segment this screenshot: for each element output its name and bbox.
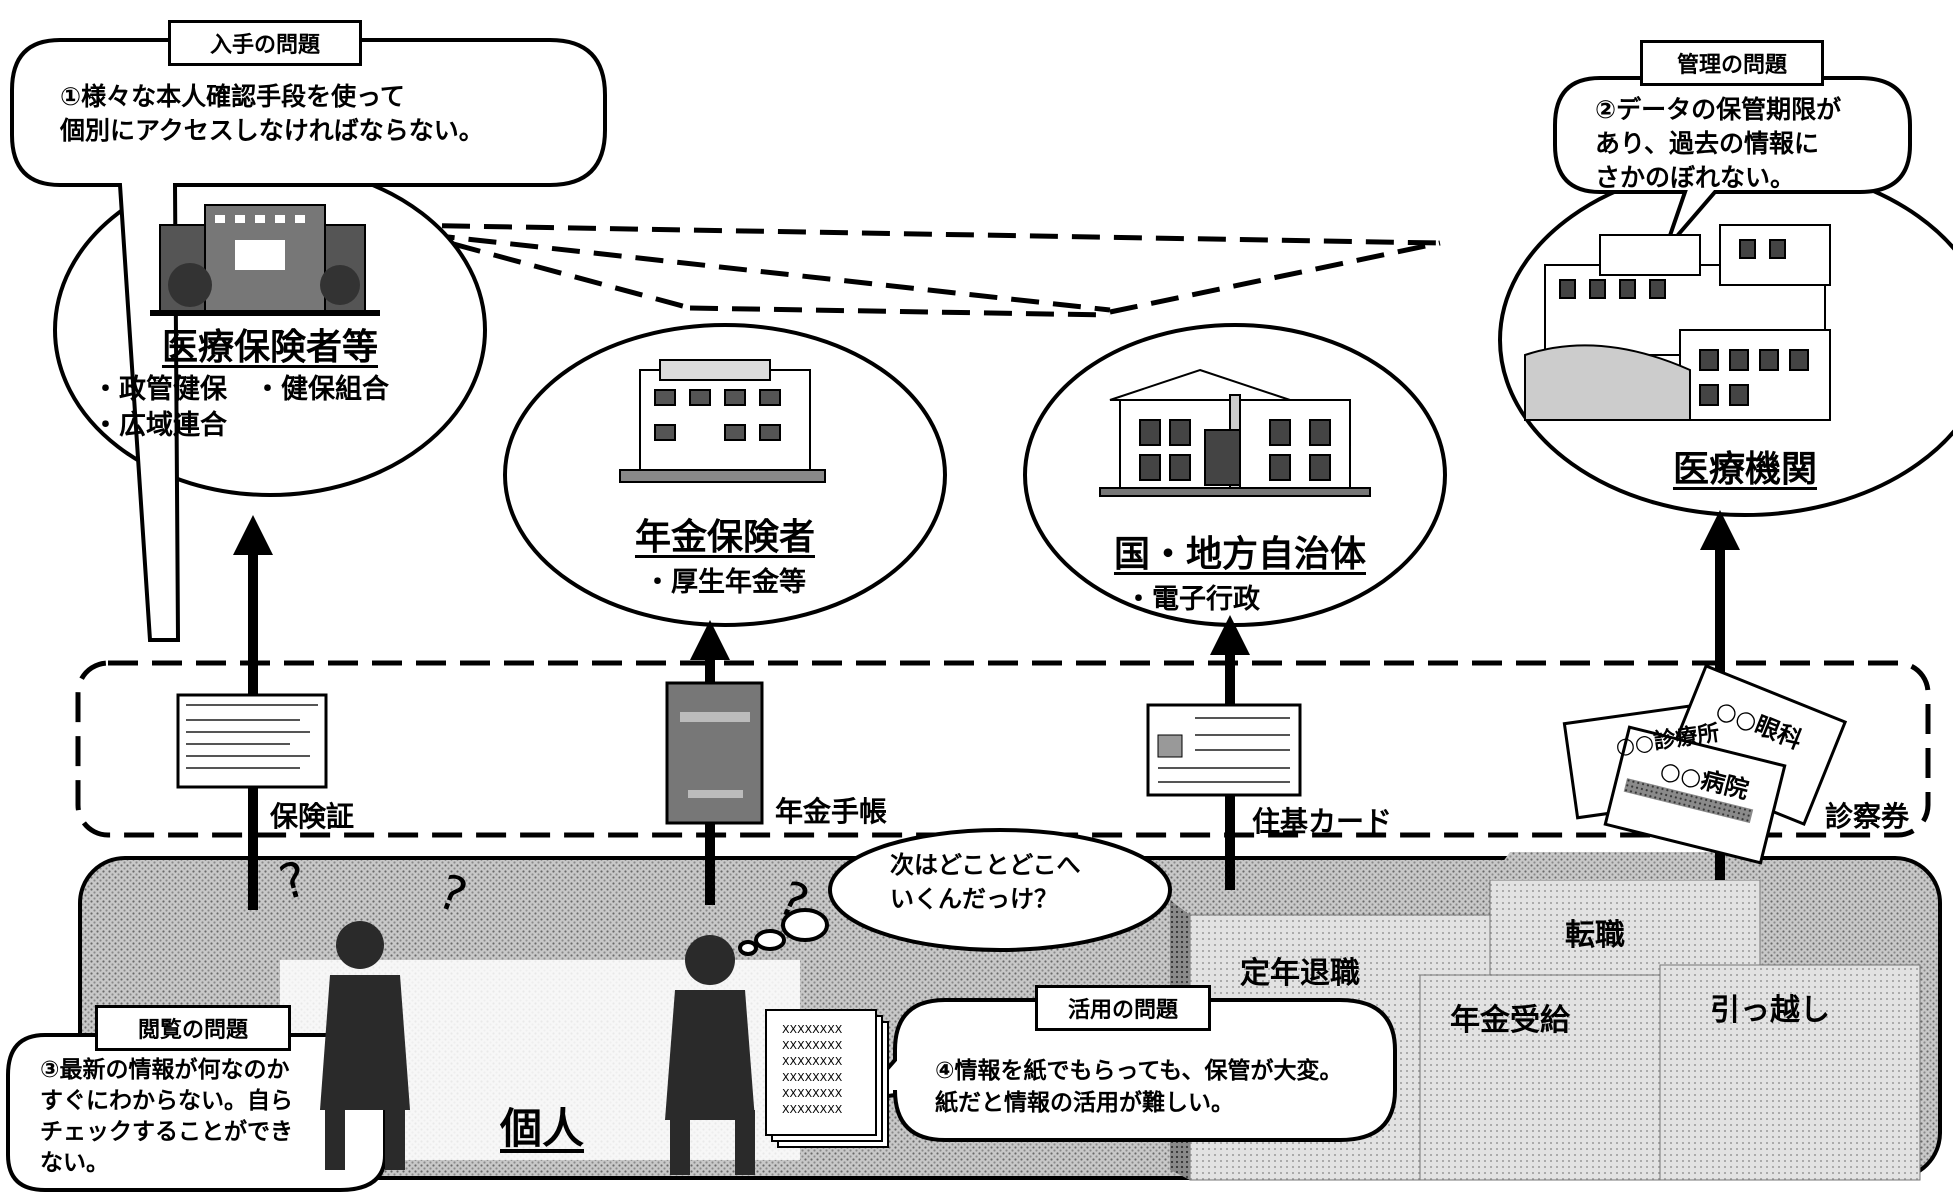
consultation-tickets-image xyxy=(1562,663,1848,865)
paper-text-lines: XXXXXXXX XXXXXXXX XXXXXXXX XXXXXXXX XXXX… xyxy=(782,1022,872,1118)
paper-line: XXXXXXXX xyxy=(782,1087,843,1100)
paper-line: XXXXXXXX xyxy=(782,1103,843,1116)
building-government-icon xyxy=(1099,368,1371,497)
speech-bubble-acquisition xyxy=(10,38,607,642)
event-retirement: 定年退職 xyxy=(1240,956,1360,991)
label-resident-card: 住基カード xyxy=(1252,805,1393,838)
dashed-connections xyxy=(371,219,1441,318)
speech-bubble-management xyxy=(1553,76,1912,252)
person-left-icon xyxy=(320,921,410,1170)
building-pension-icon xyxy=(619,359,826,483)
org-items-government: ・電子行政 xyxy=(1125,584,1260,615)
building-hospital-icon xyxy=(1524,224,1831,421)
paper-line: XXXXXXXX xyxy=(782,1023,843,1036)
person-right-icon xyxy=(665,935,755,1175)
paper-line: XXXXXXXX xyxy=(782,1039,843,1052)
text-viewing-problem: ③最新の情報が何なのか すぐにわからない。自ら チェックすることができ ない。 xyxy=(40,1057,293,1176)
text-acquisition-problem: ①様々な本人確認手段を使って 個別にアクセスしなければならない。 xyxy=(60,82,484,145)
tag-viewing-problem: 閲覧の問題 xyxy=(95,1005,291,1051)
tag-management-problem: 管理の問題 xyxy=(1640,40,1824,86)
event-pension-receipt: 年金受給 xyxy=(1450,1003,1570,1038)
org-items-pension-insurer: ・厚生年金等 xyxy=(644,567,806,598)
pension-book-image xyxy=(665,681,764,825)
org-title-medical-institution: 医療機関 xyxy=(1672,449,1817,490)
individual-label: 個人 xyxy=(500,1104,585,1153)
org-title-government: 国・地方自治体 xyxy=(1113,534,1366,575)
event-moving: 引っ越し xyxy=(1710,993,1830,1028)
label-consultation-ticket: 診察券 xyxy=(1825,800,1910,833)
org-title-pension-insurer: 年金保険者 xyxy=(634,517,815,558)
speech-bubble-utilization xyxy=(854,998,1397,1142)
paper-line: XXXXXXXX xyxy=(782,1055,843,1068)
org-items-medical-insurer: ・政管健保 ・健保組合 ・広域連合 xyxy=(92,374,389,441)
label-insurance-card: 保険証 xyxy=(270,800,355,833)
thought-cloud xyxy=(738,828,1172,956)
resident-card-image xyxy=(1146,703,1302,797)
event-job-change: 転職 xyxy=(1565,918,1625,953)
thought-text: 次はどことどこへ いくんだっけ？ xyxy=(890,851,1081,913)
tag-utilization-problem: 活用の問題 xyxy=(1035,985,1211,1031)
text-management-problem: ②データの保管期限が あり、過去の情報に さかのぼれない。 xyxy=(1595,95,1842,192)
org-title-medical-insurer: 医療保険者等 xyxy=(161,327,378,368)
insurance-card-image xyxy=(176,693,328,789)
label-pension-book: 年金手帳 xyxy=(775,795,888,828)
paper-documents-image xyxy=(765,1009,889,1148)
card-region-dashed xyxy=(75,660,1931,838)
tag-acquisition-problem: 入手の問題 xyxy=(168,20,362,66)
paper-line: XXXXXXXX xyxy=(782,1071,843,1084)
building-insurer-icon xyxy=(150,204,380,316)
text-utilization-problem: ④情報を紙でもらっても、保管が大変。 紙だと情報の活用が難しい。 xyxy=(935,1058,1343,1116)
